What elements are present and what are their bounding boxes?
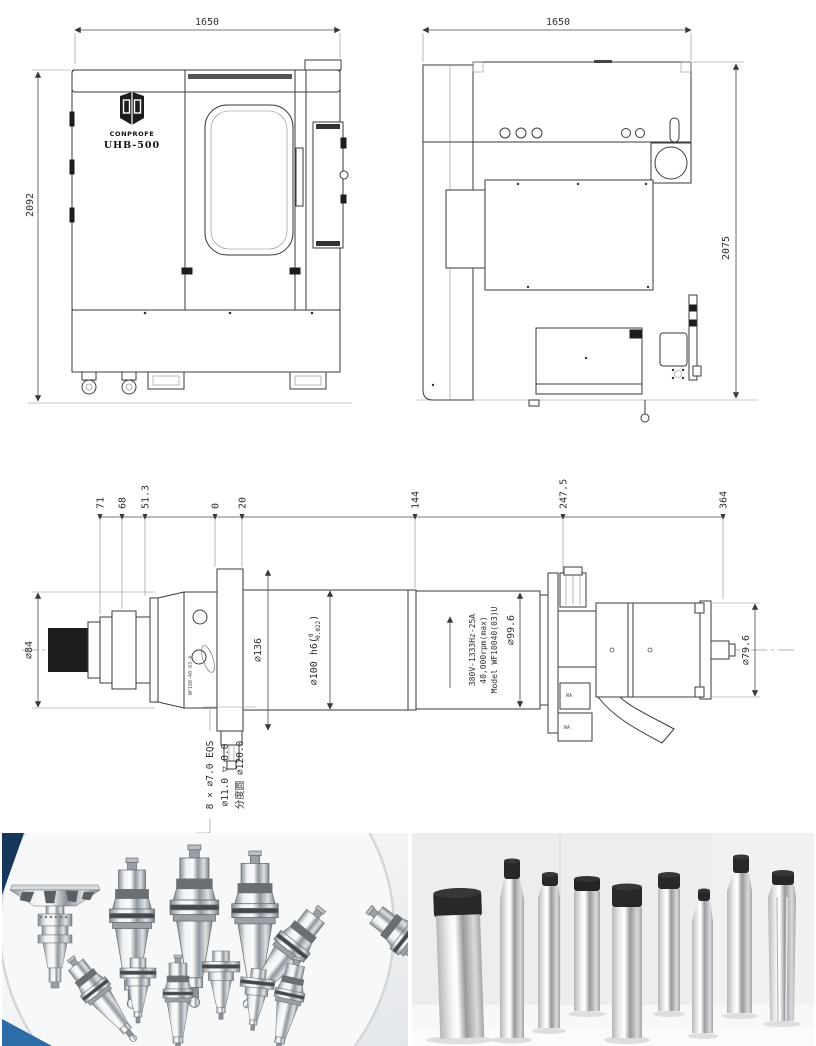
tool-blank [612, 883, 642, 1038]
motor-model-label: Model WF10040(03)U [490, 606, 499, 693]
leveling-foot [147, 371, 185, 390]
diameter-dimensions: ⌀84 ⌀136 ⌀100 h6(0-0.022) ⌀99.6 ⌀79.6 [24, 569, 760, 731]
connector-b-label: WA [564, 725, 570, 731]
dim-side-width: 1650 [546, 17, 570, 28]
motor-speed-label: 40,000rpm(max) [479, 616, 488, 683]
axial-dim-0: 71 [96, 497, 107, 509]
nose-logo-oval-icon [201, 645, 215, 673]
side-width-dimension: 1650 [422, 17, 692, 62]
control-pendant [312, 121, 349, 249]
caster-wheel [121, 379, 137, 395]
bolt-circle-notes: 8 × ⌀7.0 EQS ⌀11.0 ▽ 8.0 分度圆 ⌀120.0 [196, 706, 256, 834]
tool-tip [48, 628, 88, 672]
axial-dim-7: 364 [719, 491, 730, 509]
connector-b [557, 712, 593, 742]
rear-housing [595, 602, 707, 698]
front-base [71, 309, 341, 395]
axial-dim-5: 144 [411, 491, 422, 509]
tool-blank [727, 854, 752, 1013]
front-width-dimension: 1650 [74, 17, 341, 64]
tool-blank [538, 872, 560, 1028]
connector-box [659, 332, 688, 367]
navy-corner-accent [2, 833, 24, 895]
tool-blank [574, 876, 600, 1011]
front-height-dimension: 2092 [25, 69, 70, 402]
leveling-foot [289, 371, 327, 390]
axial-dim-6: 247.5 [559, 479, 570, 509]
spindle-profile: WF100-40-03-A 380V-1333Hz-25A 40,000rpm(… [48, 566, 736, 770]
tool-blank [692, 888, 713, 1033]
tool-blank [433, 887, 485, 1039]
blue-corner-accent [2, 1019, 52, 1046]
dia-motor-label: ⌀99.6 [506, 615, 517, 645]
side-cabinet-outline [422, 60, 702, 423]
side-height-dimension: 2075 [693, 61, 744, 399]
motor-power-label: 380V-1333Hz-25A [468, 614, 477, 686]
note-counterbore: ⌀11.0 ▽ 8.0 [220, 743, 231, 806]
nose-marking-text: WF100-40-03-A [188, 656, 194, 695]
machine-side-view-drawing: 1650 2075 [416, 17, 758, 423]
top-vent-strip [188, 74, 292, 79]
note-pitch-circle: 分度圆 ⌀120.0 [234, 740, 246, 809]
tool-blanks-photo [412, 833, 814, 1046]
mounting-flange [216, 568, 244, 732]
dia-flange-label: ⌀136 [253, 638, 264, 662]
pendant-knob [339, 170, 349, 180]
dim-front-height: 2092 [25, 193, 36, 217]
machine-front-view-drawing: 1650 2092 [25, 17, 352, 404]
dim-front-width: 1650 [195, 17, 219, 28]
connector-a [559, 682, 591, 710]
axial-dim-1: 68 [118, 497, 129, 509]
axial-dimension-scale: 71 68 51.3 0 20 144 247.5 364 [96, 479, 730, 615]
brand-logo: CONPROFE UHB-500 [104, 92, 160, 151]
axial-dim-3: 0 [211, 503, 222, 509]
impeller-tool-holder [9, 884, 101, 989]
door-handle [295, 147, 304, 207]
spindle-dimension-drawing: 71 68 51.3 0 20 144 247.5 364 WF100-40-0… [22, 479, 795, 834]
connector-a-label: WA [566, 693, 572, 699]
front-cabinet-outline [69, 59, 349, 311]
note-holes: 8 × ⌀7.0 EQS [205, 740, 216, 809]
dia-rear-label: ⌀79.6 [741, 635, 752, 665]
cable-exit [596, 696, 675, 744]
tool-blank [768, 870, 796, 1022]
tool-holders-photo [2, 833, 408, 1046]
side-access-panel [535, 327, 643, 395]
dim-side-height: 2075 [721, 236, 732, 260]
drain-fitting [640, 413, 650, 423]
tool-blank [658, 872, 680, 1011]
model-name: UHB-500 [104, 140, 160, 151]
dia-tool-label: ⌀84 [24, 641, 35, 659]
caster-wheel [81, 379, 97, 395]
fan-opening [654, 146, 688, 180]
door-window [204, 104, 294, 256]
brand-name: CONPROFE [110, 130, 155, 138]
axial-dim-2: 51.3 [141, 485, 152, 509]
dia-body-label: ⌀100 h6(0-0.022) [308, 615, 322, 686]
axial-dim-4: 20 [238, 497, 249, 509]
tool-blank [500, 858, 524, 1038]
motor-housing [415, 590, 541, 710]
